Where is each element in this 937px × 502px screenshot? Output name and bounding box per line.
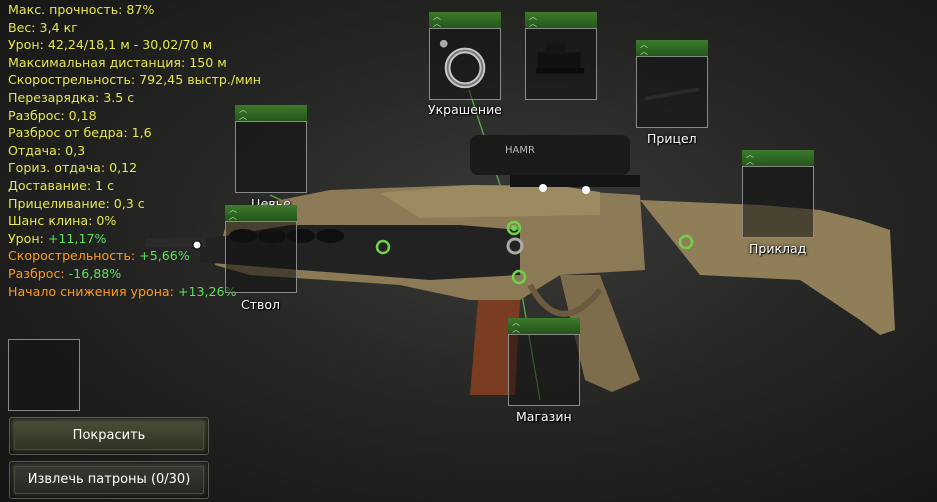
modifier-label: Скорострельность:: [8, 248, 140, 264]
modifier-value: -16,88%: [68, 265, 122, 281]
modifier-value: +11,17%: [47, 230, 107, 246]
paint-slot[interactable]: [8, 339, 80, 411]
slot-label-sight: Прицел: [647, 131, 697, 146]
modifier-label: Начало снижения урона:: [8, 283, 178, 299]
attach-point-stock[interactable]: [678, 234, 694, 250]
modifier-label: Разброс:: [8, 265, 69, 281]
chevron-up-icon: ︿︿: [640, 40, 648, 56]
stat-label: Доставание: 1 с: [8, 177, 115, 193]
attach-point-scope-mount[interactable]: [539, 184, 547, 192]
unload-ammo-button[interactable]: Извлечь патроны (0/30): [9, 461, 209, 499]
stat-label: Вес: 3,4 кг: [8, 19, 78, 35]
attach-point-barrel[interactable]: [192, 240, 202, 250]
stat-row: Разброс от бедра: 1,6: [8, 124, 261, 142]
slot-barrel[interactable]: ︿︿: [225, 205, 297, 293]
paint-button-label: Покрасить: [72, 428, 146, 443]
attach-point-handguard[interactable]: [375, 239, 391, 255]
stat-row: Перезарядка: 3.5 с: [8, 89, 261, 107]
chevron-up-icon: ︿︿: [746, 150, 754, 166]
stat-label: Перезарядка: 3.5 с: [8, 89, 135, 105]
stat-label: Макс. прочность: 87%: [8, 2, 155, 17]
slot-decoration[interactable]: ︿︿: [429, 12, 501, 100]
stat-label: Гориз. отдача: 0,12: [8, 160, 138, 176]
slot-magazine[interactable]: ︿︿: [508, 318, 580, 406]
scope-shape: [470, 135, 630, 175]
stat-row: Максимальная дистанция: 150 м: [8, 54, 261, 72]
stat-row: Гориз. отдача: 0,12: [8, 159, 261, 177]
rail-icon: [645, 87, 699, 101]
weapon-stats-panel: Макс. прочность: 87% Вес: 3,4 кг Урон: 42,…: [8, 1, 261, 300]
slot-sight[interactable]: ︿︿: [636, 40, 708, 128]
slot-stock[interactable]: ︿︿: [742, 150, 814, 238]
chevron-up-icon: ︿︿: [239, 105, 247, 121]
stat-label: Разброс: 0,18: [8, 107, 97, 123]
barrel-shape: [146, 238, 206, 247]
chevron-up-icon: ︿︿: [433, 12, 441, 28]
stat-label: Скорострельность: 792,45 выстр./мин: [8, 72, 262, 88]
scope-text: HAMR: [505, 145, 535, 156]
charm-ring-icon: [506, 237, 524, 255]
modifier-row: Разброс: -16,88%: [8, 265, 261, 283]
stat-row: Скорострельность: 792,45 выстр./мин: [8, 71, 261, 89]
modifier-row: Скорострельность: +5,66%: [8, 247, 261, 265]
stat-row: Вес: 3,4 кг: [8, 19, 261, 37]
stat-row: Макс. прочность: 87%: [8, 1, 261, 19]
slot-label-magazine: Магазин: [516, 409, 572, 424]
stat-row: Разброс: 0,18: [8, 107, 261, 125]
red-dot-sight-icon: [535, 44, 585, 74]
stat-label: Отдача: 0,3: [8, 142, 86, 158]
chevron-up-icon: ︿︿: [229, 205, 237, 221]
grip-shape: [560, 275, 640, 392]
modifier-value: +13,26%: [177, 283, 237, 299]
stat-row: Шанс клина: 0%: [8, 212, 261, 230]
stat-label: Прицеливание: 0,3 с: [8, 195, 145, 211]
stat-label: Максимальная дистанция: 150 м: [8, 54, 227, 70]
modifier-row: Начало снижения урона: +13,26%: [8, 283, 261, 301]
stat-row: Урон: 42,24/18,1 м - 30,02/70 м: [8, 36, 261, 54]
stock-shape: [640, 200, 895, 335]
attach-point-decoration[interactable]: [506, 220, 522, 236]
unload-ammo-button-label: Извлечь патроны (0/30): [27, 472, 191, 487]
slot-label-barrel: Ствол: [241, 297, 281, 312]
slot-scope-mount[interactable]: ︿︿: [525, 12, 597, 100]
stat-label: Шанс клина: 0%: [8, 213, 117, 229]
modifier-value: +5,66%: [139, 248, 190, 264]
slot-label-decoration: Украшение: [428, 102, 502, 117]
slot-label-stock: Приклад: [749, 241, 807, 256]
stat-row: Прицеливание: 0,3 с: [8, 195, 261, 213]
stat-row: Доставание: 1 с: [8, 177, 261, 195]
modifier-label: Урон:: [8, 230, 48, 246]
stat-row: Отдача: 0,3: [8, 142, 261, 160]
attach-point-sight[interactable]: [582, 186, 590, 194]
stat-label: Урон: 42,24/18,1 м - 30,02/70 м: [8, 37, 213, 53]
slot-handguard[interactable]: ︿︿: [235, 105, 307, 193]
modifier-row: Урон: +11,17%: [8, 230, 261, 248]
chevron-up-icon: ︿︿: [512, 318, 520, 334]
ring-charm-icon: [439, 39, 486, 89]
magazine-shape: [470, 300, 520, 395]
chevron-up-icon: ︿︿: [529, 12, 537, 28]
stat-label: Разброс от бедра: 1,6: [8, 125, 152, 141]
paint-button[interactable]: Покрасить: [9, 417, 209, 455]
attach-point-magazine[interactable]: [511, 269, 527, 285]
